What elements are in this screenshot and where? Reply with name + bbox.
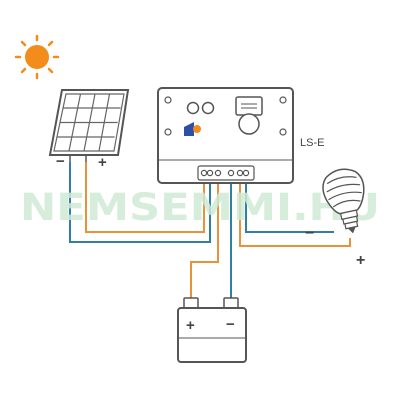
load-minus-label: − xyxy=(305,225,314,242)
load-plus-label: + xyxy=(356,252,365,269)
battery-minus-label: − xyxy=(226,316,235,333)
sun-icon xyxy=(14,34,60,80)
light-bulb-icon xyxy=(322,168,365,234)
solar-panel xyxy=(48,89,130,162)
watermark-text: NEMSEMMI.HU xyxy=(20,186,380,229)
wires xyxy=(69,162,351,304)
terminal-block xyxy=(197,165,255,181)
mounting-hole xyxy=(164,96,172,104)
mounting-hole xyxy=(164,128,172,136)
mounting-hole xyxy=(279,128,287,136)
indicator-led-icon xyxy=(186,101,200,115)
battery-plus-label: + xyxy=(186,317,195,334)
load-positive-wire xyxy=(239,180,351,247)
battery-icon xyxy=(177,297,247,363)
controller-model-label: LS-E xyxy=(300,137,324,149)
panel-plus-label: + xyxy=(98,154,107,171)
mounting-hole xyxy=(279,96,287,104)
battery-positive-wire xyxy=(190,180,219,304)
load-negative-wire xyxy=(245,180,334,233)
charge-controller xyxy=(157,87,294,184)
brand-logo xyxy=(184,122,201,136)
panel-minus-label: − xyxy=(56,153,65,170)
panel-positive-wire xyxy=(85,162,205,233)
indicator-led-icon xyxy=(201,101,215,115)
knob-icon xyxy=(235,96,263,135)
panel-negative-wire xyxy=(69,162,211,243)
